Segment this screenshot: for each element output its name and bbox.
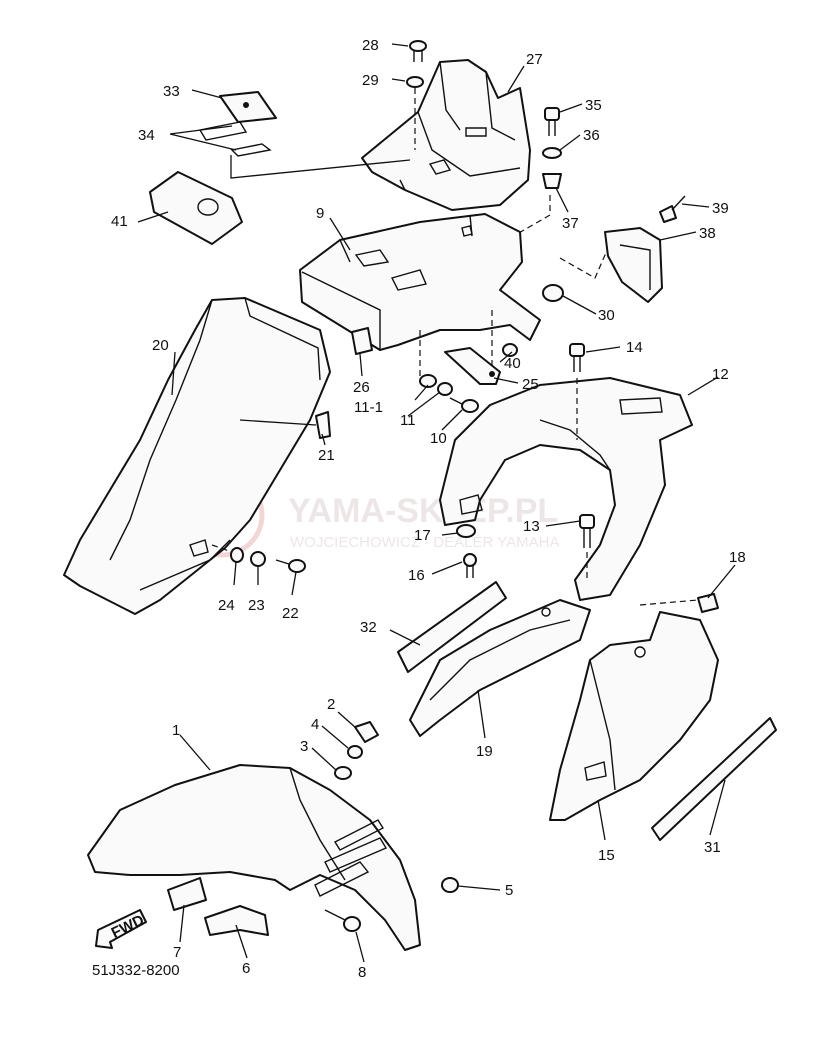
part-19-sidecover <box>409 599 591 737</box>
part-10-bolt <box>449 397 479 413</box>
callout-30: 30 <box>598 307 615 324</box>
callout-8: 8 <box>358 964 366 981</box>
callout-1: 1 <box>172 722 180 739</box>
part-33-plate <box>219 91 277 123</box>
callout-31: 31 <box>704 839 721 856</box>
part-21-clip <box>315 411 331 439</box>
callout-12: 12 <box>712 366 729 383</box>
part-15-cowl <box>549 611 719 821</box>
part-3-collar <box>334 766 352 780</box>
part-32-strip <box>397 581 507 673</box>
callout-20: 20 <box>152 337 169 354</box>
part-26-clip <box>351 327 373 355</box>
part-6-bracket <box>204 905 269 936</box>
part-23-nut <box>250 551 266 567</box>
part-34-stickers <box>198 121 272 157</box>
part-38-bracket <box>604 227 663 303</box>
callout-27: 27 <box>526 51 543 68</box>
callout-3: 3 <box>300 738 308 755</box>
part-11-washer <box>437 382 453 396</box>
callout-26: 26 <box>353 379 370 396</box>
callout-9: 9 <box>316 205 324 222</box>
callout-4: 4 <box>311 716 319 733</box>
callout-24: 24 <box>218 597 235 614</box>
callout-11-1-label: 11-1 <box>354 399 383 416</box>
part-27-tray <box>361 59 531 211</box>
callout-18: 18 <box>729 549 746 566</box>
part-11-1-washer <box>419 374 437 388</box>
callout-11-label: 11 <box>400 412 416 429</box>
callout-19: 19 <box>476 743 493 760</box>
callout-7: 7 <box>173 944 181 961</box>
callout-32: 32 <box>360 619 377 636</box>
leader-lines <box>137 43 736 963</box>
part-4-washer <box>347 745 363 759</box>
callout-35: 35 <box>585 97 602 114</box>
callout-2: 2 <box>327 696 335 713</box>
callout-17: 17 <box>414 527 431 544</box>
part-1-frontfender <box>87 764 421 951</box>
callout-33: 33 <box>163 83 180 100</box>
part-30-cap <box>542 284 564 302</box>
part-16-bolt <box>463 553 477 578</box>
callout-13: 13 <box>523 518 540 535</box>
callout-37: 37 <box>562 215 579 232</box>
callout-22: 22 <box>282 605 299 622</box>
part-28-bolt <box>409 40 427 62</box>
part-24-washer <box>230 547 244 563</box>
part-9-cover <box>299 213 541 351</box>
callout-34: 34 <box>138 127 155 144</box>
callout-41: 41 <box>111 213 128 230</box>
callout-40: 40 <box>504 355 521 372</box>
callout-23: 23 <box>248 597 265 614</box>
part-35-bolt <box>544 107 560 136</box>
callout-36: 36 <box>583 127 600 144</box>
callout-5: 5 <box>505 882 513 899</box>
callout-25: 25 <box>522 376 539 393</box>
catalog-code: 51J332-8200 <box>92 962 180 979</box>
watermark: YAMA-SKLEP.PL WOJCIECHOWICZ - DEALER YAM… <box>179 472 559 558</box>
part-5-nut <box>441 877 459 893</box>
callout-29: 29 <box>362 72 379 89</box>
callout-16: 16 <box>408 567 425 584</box>
part-25-bracket <box>444 347 501 385</box>
part-31-strip <box>651 717 777 841</box>
part-2-nut <box>354 721 379 743</box>
callout-10: 10 <box>430 430 447 447</box>
callouts: 28 29 27 33 35 34 36 37 39 9 41 38 30 20… <box>111 37 746 981</box>
part-41-pad <box>149 171 243 245</box>
part-17-collar <box>456 524 476 538</box>
callout-14: 14 <box>626 339 643 356</box>
callout-15: 15 <box>598 847 615 864</box>
callout-21: 21 <box>318 447 335 464</box>
part-20-fender <box>63 297 331 615</box>
callout-6: 6 <box>242 960 250 977</box>
part-14-bolt <box>569 343 585 372</box>
part-12-grabbar <box>439 377 693 601</box>
callout-28: 28 <box>362 37 379 54</box>
part-8-bolt <box>324 909 361 932</box>
callout-38: 38 <box>699 225 716 242</box>
callout-39: 39 <box>712 200 729 217</box>
part-18-nut <box>697 593 719 613</box>
part-37-collar <box>542 173 562 189</box>
watermark-subtitle: WOJCIECHOWICZ - DEALER YAMAHA <box>290 534 559 551</box>
part-36-washer <box>542 147 562 159</box>
part-39-bulb <box>659 195 686 223</box>
part-29-washer <box>406 76 424 88</box>
part-22-bolt <box>275 559 306 573</box>
part-13-bolt <box>579 514 595 548</box>
part-40-nut <box>502 343 518 357</box>
fwd-arrow-icon: FWD <box>95 909 147 949</box>
watermark-title: YAMA-SKLEP.PL <box>288 492 558 530</box>
part-7-bracket <box>167 877 207 911</box>
